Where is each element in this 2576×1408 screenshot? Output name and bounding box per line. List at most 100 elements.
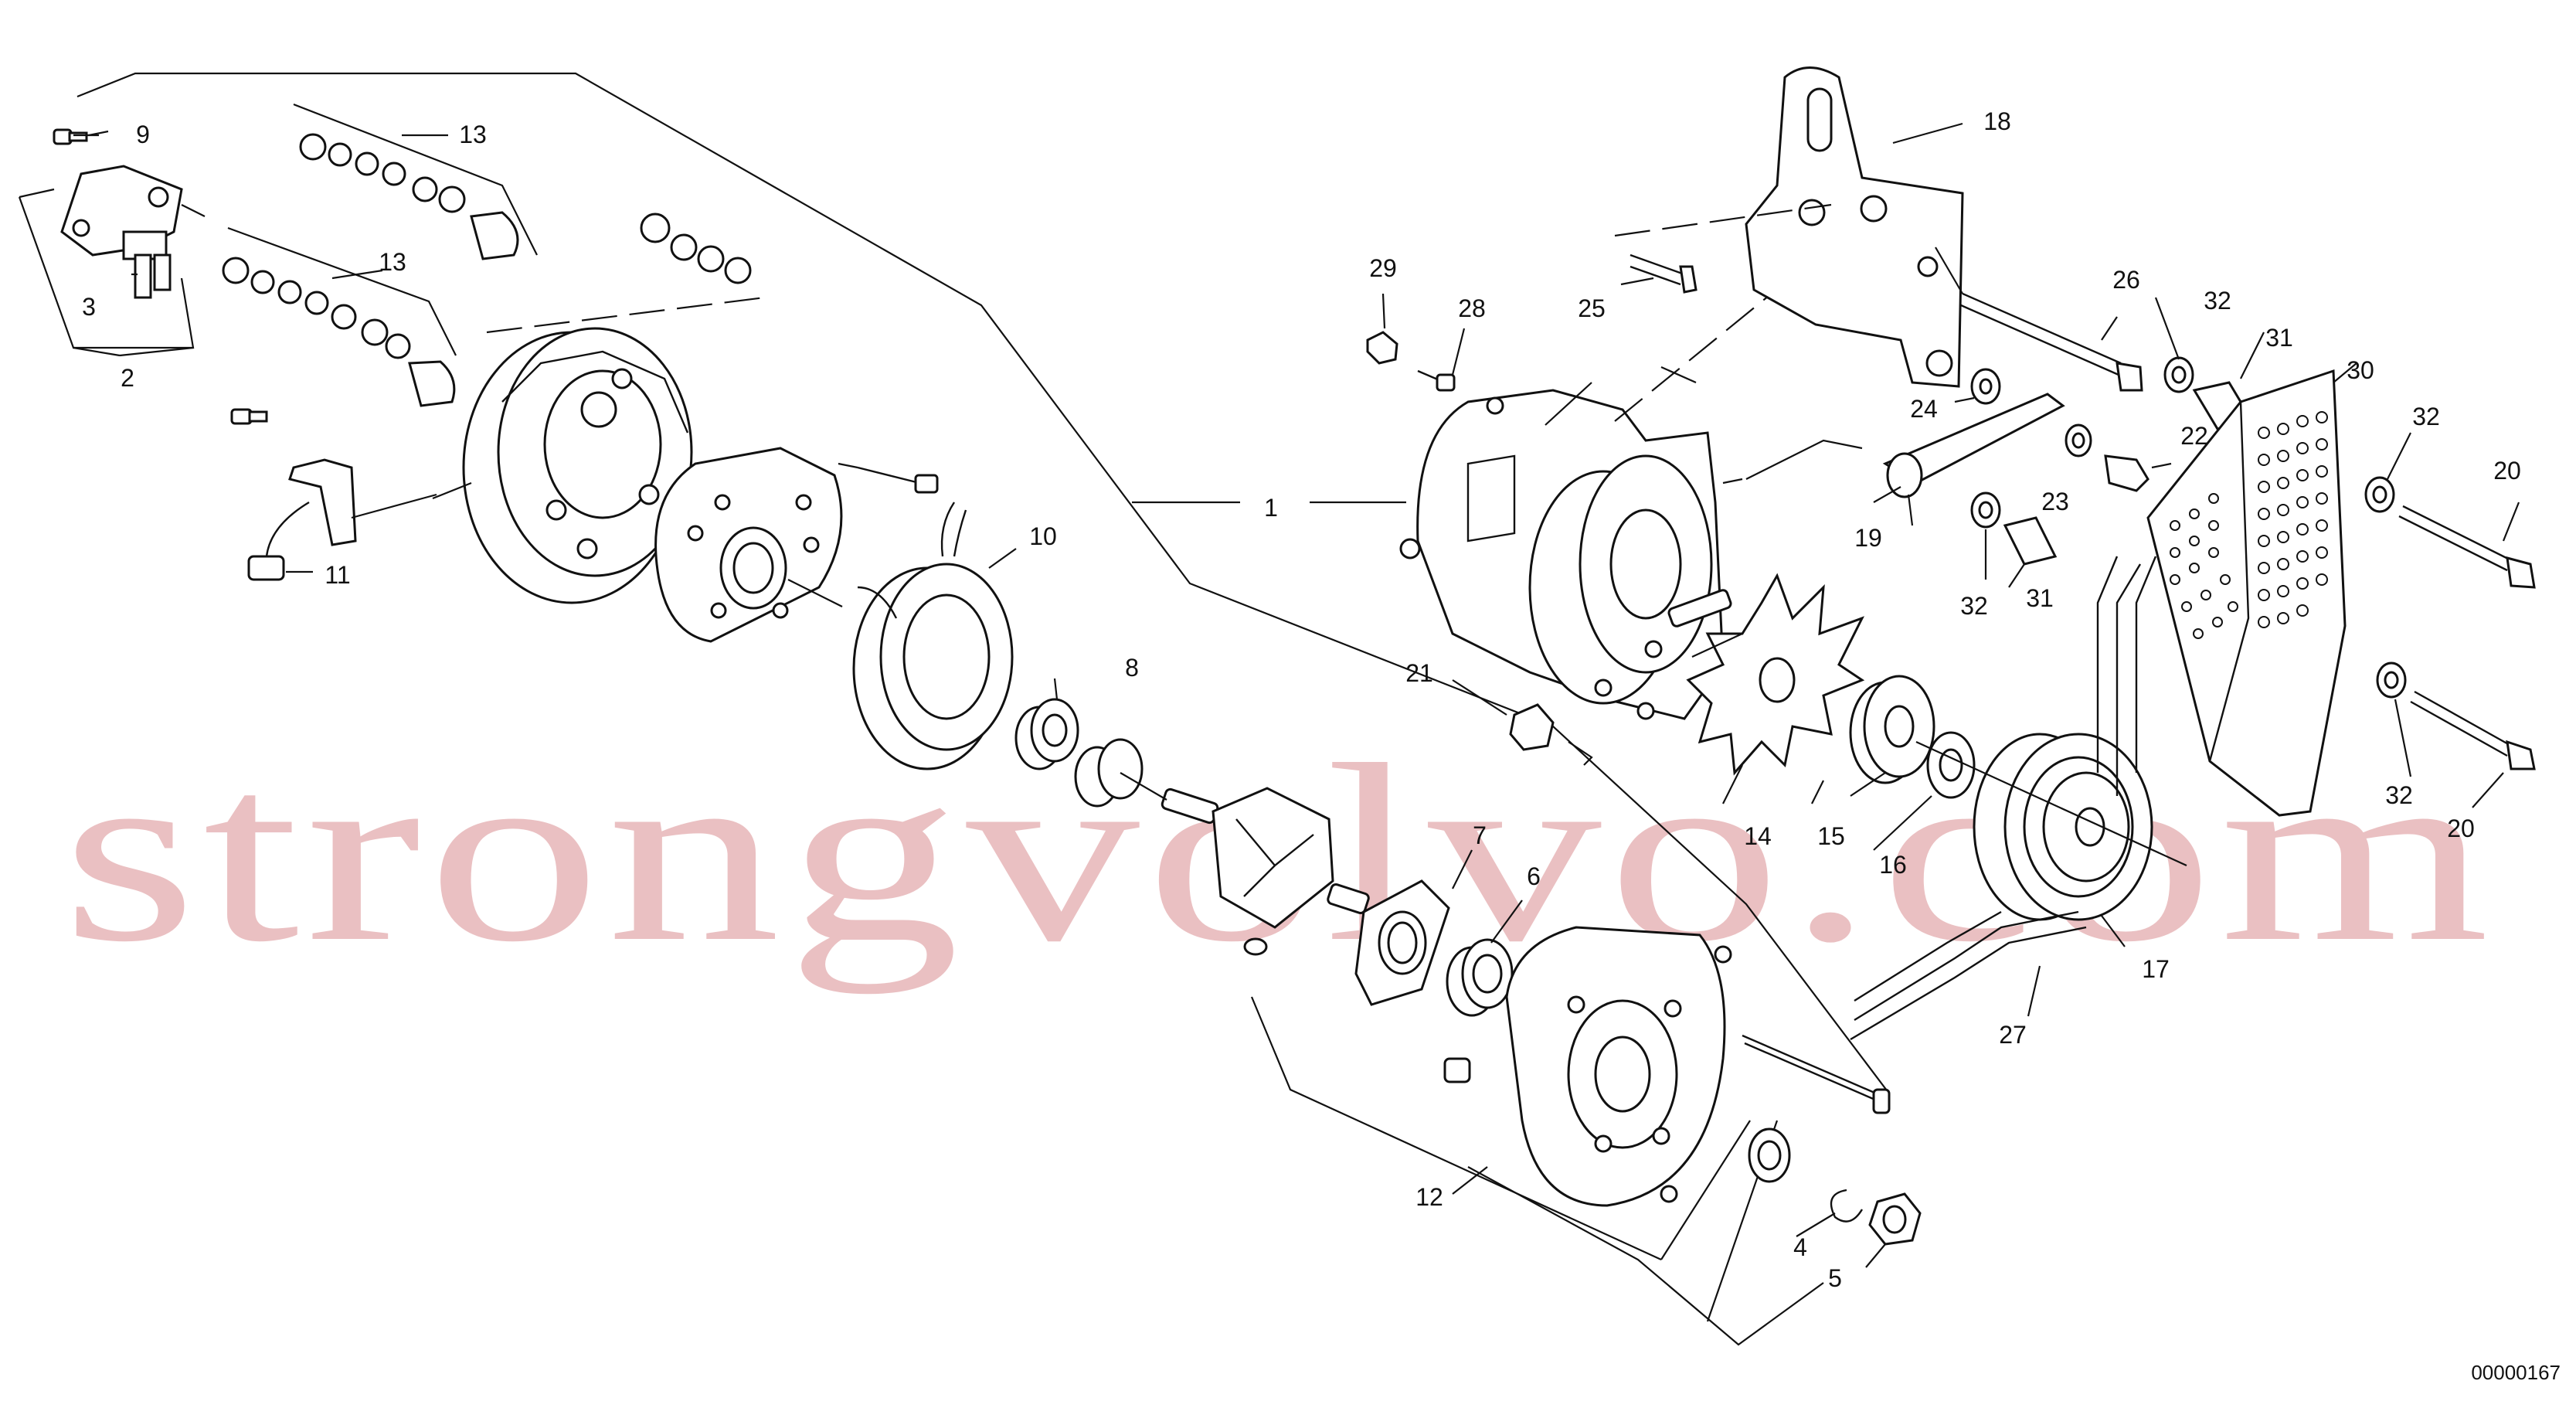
label-30: 30: [2347, 356, 2374, 384]
part-32-washer-b: [1970, 491, 2001, 529]
label-32-a: 32: [2204, 287, 2231, 315]
label-7: 7: [1473, 821, 1487, 849]
label-31-upper: 31: [2265, 324, 2293, 352]
part-4-lock-washer: [1830, 1189, 1864, 1223]
label-19: 19: [1854, 524, 1882, 552]
part-30-belt-guard: [2146, 369, 2347, 817]
part-29-nut: [1366, 331, 1398, 365]
part-32-washer-a: [2163, 356, 2194, 393]
part-14-fan: [1686, 573, 1865, 776]
label-13-lower: 13: [379, 248, 406, 276]
part-13-nut-stack-upper: [299, 133, 519, 260]
label-1: 1: [1264, 494, 1278, 522]
part-19-tensioner-arm: [1882, 393, 2065, 526]
part-16-spacer: [1926, 731, 1976, 799]
part-13-bracket-upper: [293, 103, 538, 256]
guard-perforation-pattern: [2170, 411, 2328, 639]
part-22-bolt: [2104, 454, 2172, 492]
part-rectifier: [654, 447, 843, 643]
part-11-terminal: [230, 408, 437, 581]
label-3: 3: [82, 293, 96, 321]
label-10: 10: [1029, 522, 1057, 550]
callout-labels: 1 2 3 4 5 6 7 8 9 10 11 12 13 13 14 15 1…: [82, 107, 2561, 1384]
part-26-long-bolt: [1935, 247, 2143, 392]
part-25-bolt: [1620, 253, 1698, 294]
part-2-bracket-lines: [18, 196, 195, 349]
label-32-b: 32: [1960, 592, 1988, 620]
label-32-c: 32: [2412, 403, 2440, 430]
part-18-bracket: [1614, 66, 1964, 388]
part-spacer-front: [1748, 1127, 1791, 1183]
through-bolt: [1742, 1034, 1891, 1114]
label-13-upper: 13: [459, 121, 487, 148]
part-7-bearing-plate: [1354, 879, 1450, 1006]
part-rear-housing: [432, 327, 693, 604]
part-6-bearing: [1446, 938, 1514, 1017]
label-4: 4: [1793, 1233, 1807, 1261]
nut-group-top-right: [640, 213, 752, 284]
part-15-pulley-disk: [1849, 675, 1935, 784]
mount-link-1: [1722, 478, 1743, 485]
part-28-screw: [1417, 369, 1456, 392]
label-25: 25: [1578, 294, 1606, 322]
label-27: 27: [1999, 1021, 2027, 1049]
label-6: 6: [1527, 862, 1541, 890]
callout-leaders: [73, 134, 2504, 1268]
label-20-lower: 20: [2447, 815, 2475, 842]
label-8: 8: [1125, 654, 1139, 682]
label-14: 14: [1744, 822, 1772, 850]
part-12-front-housing: [1505, 926, 1732, 1207]
part-9-screw: [53, 128, 109, 145]
label-16: 16: [1879, 851, 1907, 879]
label-12: 12: [1415, 1183, 1443, 1211]
part-24-washer: [1954, 368, 2001, 405]
label-28: 28: [1458, 294, 1486, 322]
axis-dash-upper: [486, 296, 766, 334]
part-3-regulator: [60, 165, 206, 299]
mount-link-2: [1745, 439, 1863, 480]
part-spacer-8: [1074, 738, 1144, 808]
part-rotor: [1120, 772, 1370, 956]
part-12-small-bushing: [1443, 1057, 1471, 1083]
part-27-belt: [1850, 556, 2157, 1041]
part-13-leader-lower: [331, 269, 383, 280]
label-26: 26: [2112, 266, 2140, 294]
part-2-leader-b: [119, 346, 194, 357]
part-10-stator: [852, 502, 1014, 770]
label-15: 15: [1817, 822, 1845, 850]
label-20-upper: 20: [2493, 457, 2521, 485]
part-21-link: [1568, 741, 1593, 766]
label-23: 23: [2041, 488, 2069, 515]
label-21: 21: [1405, 659, 1433, 687]
part-2-leader: [73, 346, 121, 357]
part-21-nut: [1452, 679, 1555, 751]
label-24: 24: [1910, 395, 1938, 423]
part-8-bearing: [1014, 698, 1079, 770]
part-31-spacer-b: [2003, 516, 2058, 566]
label-22: 22: [2180, 422, 2208, 450]
label-32-d: 32: [2385, 781, 2413, 809]
rectifier-screw: [838, 462, 939, 494]
label-11: 11: [325, 561, 350, 589]
label-31-lower: 31: [2026, 584, 2054, 612]
part-13-nut-stack-lower: [222, 257, 456, 407]
part-20-bolt-lower: [2410, 690, 2536, 770]
label-18: 18: [1983, 107, 2011, 135]
label-29: 29: [1369, 254, 1397, 282]
label-5: 5: [1828, 1264, 1842, 1292]
part-1-alternator-assembled: [1399, 389, 1732, 720]
part-2-bracket-top: [19, 188, 55, 199]
assembly-boundary-lines: [76, 72, 1890, 1346]
label-17: 17: [2142, 955, 2170, 983]
label-2: 2: [121, 364, 134, 392]
part-20-bolt-upper: [2398, 502, 2536, 589]
part-32-washer-c: [2364, 476, 2395, 513]
drawing-code: 00000167: [2471, 1361, 2561, 1384]
part-13-bracket-lower: [227, 226, 457, 356]
part-32-washer-d: [2376, 661, 2407, 699]
label-9: 9: [136, 121, 150, 148]
part-5-nut: [1868, 1192, 1922, 1246]
part-17-pulley: [1915, 733, 2187, 921]
part-23-washer: [2065, 423, 2092, 457]
